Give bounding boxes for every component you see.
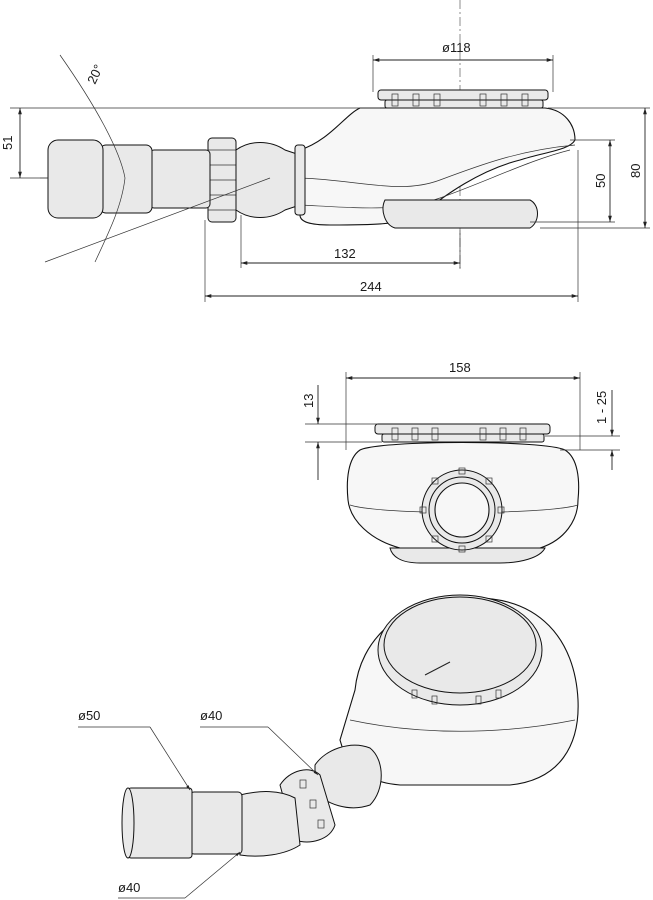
dim-158-label: 158 xyxy=(449,360,471,375)
iso-cover-teeth xyxy=(411,689,502,705)
iso-body-seam xyxy=(349,719,576,732)
iso-elbow xyxy=(239,791,301,857)
outlet-pipe-40 xyxy=(149,149,211,209)
cover-top xyxy=(377,89,549,101)
iso-label-40-bottom: ø40 xyxy=(118,880,140,895)
iso-label-50: ø50 xyxy=(78,708,100,723)
dim-244-label: 244 xyxy=(360,279,382,294)
iso-cover-logo xyxy=(424,661,451,676)
ball-joint xyxy=(235,142,301,218)
iso-nut-ribs xyxy=(299,779,325,829)
angle-arc xyxy=(59,54,126,263)
iso-pipe-50 xyxy=(127,787,193,859)
iso-label-40-top: ø40 xyxy=(200,708,222,723)
ball-ring xyxy=(294,144,306,216)
front-nut-ribs xyxy=(419,467,505,553)
dim-50-label: 50 xyxy=(593,174,608,188)
trap-seam-lower xyxy=(299,149,571,209)
leader-40-bottom-diag xyxy=(184,851,241,899)
front-cover-top xyxy=(374,423,551,435)
iso-ball-joint xyxy=(314,744,382,809)
nut-ribs xyxy=(208,149,236,211)
dim-51-label: 51 xyxy=(0,136,15,150)
iso-cover-plate xyxy=(383,596,537,694)
outlet-reducer xyxy=(99,144,153,214)
trap-bowl xyxy=(382,199,538,229)
front-bowl-bottom xyxy=(389,547,546,564)
angle-label: 20° xyxy=(84,62,106,86)
angle-line xyxy=(44,177,271,263)
dim-118-label: ø118 xyxy=(442,40,471,55)
leader-50-diag xyxy=(149,726,191,791)
front-outlet-pipe xyxy=(434,482,490,538)
dim-80-label: 80 xyxy=(628,164,643,178)
outlet-pipe-50 xyxy=(47,139,104,219)
dim-13-label: 13 xyxy=(301,394,316,408)
trap-seam xyxy=(299,144,576,187)
leader-40-top-diag xyxy=(267,726,319,776)
front-cover-teeth xyxy=(391,427,527,441)
iso-pipe-40 xyxy=(189,791,243,855)
front-view: 158 13 1 - 25 xyxy=(301,360,620,564)
iso-view: ø50 ø40 ø40 xyxy=(78,594,579,899)
cover-ring xyxy=(384,99,544,109)
side-view: 20° 51 ø118 50 80 132 244 xyxy=(0,0,650,302)
iso-pipe-50-end xyxy=(121,787,135,859)
dim-125-label: 1 - 25 xyxy=(594,391,609,424)
dim-132-label: 132 xyxy=(334,246,356,261)
cover-teeth xyxy=(391,93,529,107)
